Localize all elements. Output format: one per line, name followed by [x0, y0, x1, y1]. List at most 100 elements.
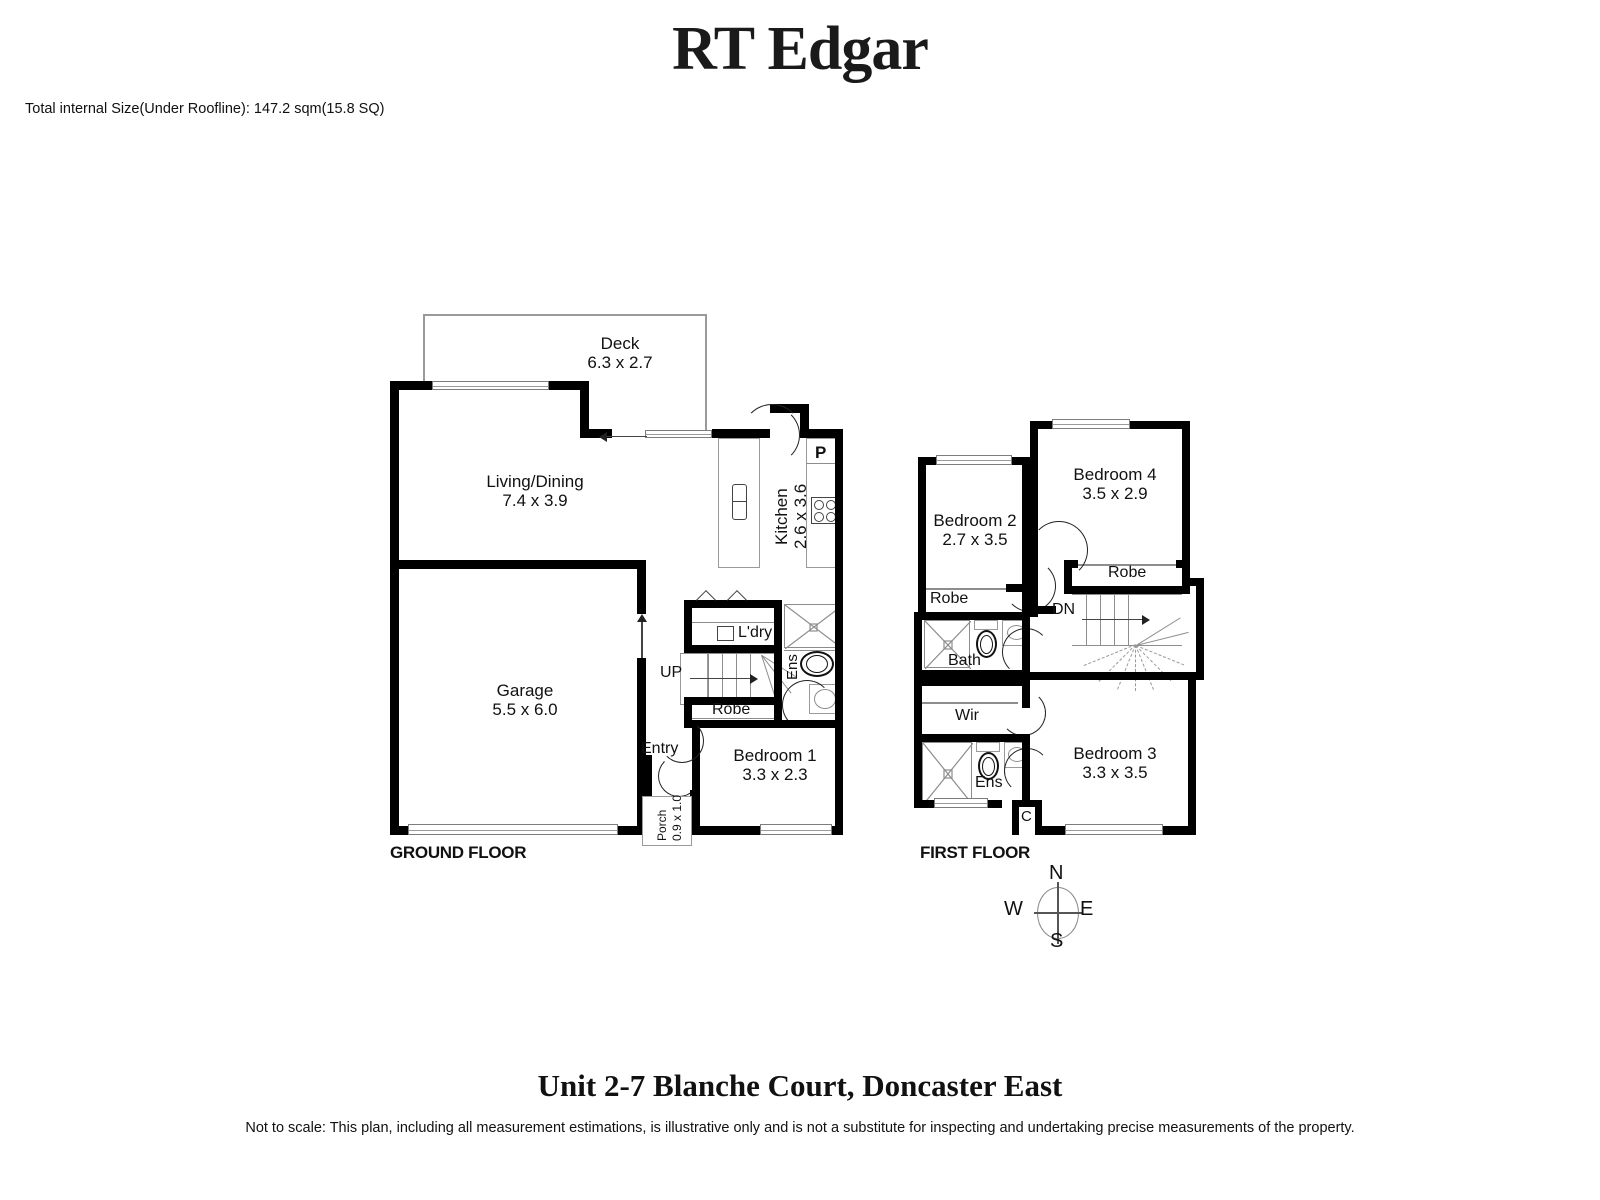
sliding-door-deck	[645, 430, 712, 438]
ff-ens-wall-right	[1022, 742, 1030, 802]
kitchen-room-dim: 2.6 x 3.6	[791, 483, 810, 549]
bed3-wall-bottom-right	[1163, 826, 1196, 835]
bedroom3-room-name: Bedroom 3	[1073, 744, 1157, 763]
compass-south-label: S	[1050, 930, 1064, 952]
disclaimer-text: Not to scale: This plan, including all m…	[245, 1120, 1355, 1136]
porch-room-dim: 0.9 x 1.0	[670, 794, 684, 841]
kitchen-sink-divider	[733, 501, 746, 503]
first-floor-label: FIRST FLOOR	[920, 843, 1031, 862]
entry-wall-left	[646, 755, 652, 795]
porch-room-name: Porch	[655, 809, 669, 841]
shower-cross-icon	[923, 743, 973, 805]
ff-wall-right-indent	[1196, 578, 1204, 680]
bedroom4-room-name: Bedroom 4	[1073, 465, 1157, 484]
compass-north-label: N	[1049, 862, 1064, 884]
pantry-divider	[806, 463, 843, 465]
robe-wall-top	[684, 697, 774, 705]
bedroom1-label: Bedroom 1 3.3 x 2.3	[700, 746, 850, 784]
bed2-wall-top-left	[918, 457, 936, 465]
compass-horizontal-needle	[1034, 912, 1082, 914]
bedroom2-label: Bedroom 2 2.7 x 3.5	[916, 511, 1034, 549]
bedroom4-room-dim: 3.5 x 2.9	[1082, 484, 1148, 504]
window-bedroom3	[1065, 824, 1163, 835]
stair-up-arrow-head	[750, 674, 758, 684]
robe-label-bed2: Robe	[930, 590, 969, 607]
stair-up-label: UP	[660, 664, 683, 681]
bath-label: Bath	[948, 652, 981, 669]
bath-toilet-inner	[980, 635, 993, 654]
compass-rose: N S W E	[1004, 862, 1096, 958]
living-room-dim: 7.4 x 3.9	[502, 491, 568, 511]
bedroom2-room-dim: 2.7 x 3.5	[942, 530, 1008, 550]
cupboard-wall-left	[1012, 800, 1019, 835]
deck-access-arrow-line	[607, 436, 647, 438]
brand-title: RT Edgar	[672, 15, 929, 83]
living-dining-label: Living/Dining 7.4 x 3.9	[440, 472, 630, 510]
bed1-wall-bottom-left	[692, 826, 760, 835]
ld-wall-left	[390, 381, 399, 835]
ff-ens-toilet-inner	[982, 757, 995, 776]
window-living-top	[432, 381, 549, 390]
kitchen-door-arc2	[742, 406, 800, 464]
wir-shelf-line	[922, 702, 1018, 704]
garage-door	[408, 824, 618, 835]
ff-stair-winder-d4	[1135, 645, 1136, 691]
ld-wall-top-right	[549, 381, 589, 390]
cooktop-burner-3	[814, 512, 824, 522]
ens-shower-ground	[784, 604, 843, 649]
bed4-robe-wall-bottom	[1064, 586, 1190, 594]
bed2-robe-line	[926, 588, 1006, 590]
bath-cistern	[974, 620, 998, 630]
bedroom3-label: Bedroom 3 3.3 x 3.5	[1050, 744, 1180, 782]
compass-west-label: W	[1004, 898, 1023, 920]
bath-wall-right	[1022, 612, 1030, 678]
ld-wall-top-left	[390, 381, 432, 390]
deck-access-arrow-head	[599, 432, 607, 442]
ens-toilet-ground-inner	[806, 655, 828, 673]
wir-label: Wir	[955, 707, 979, 724]
cooktop-burner-1	[814, 500, 824, 510]
deck-outline-top	[423, 314, 706, 316]
kitchen-wall-nook-vert	[800, 404, 809, 434]
bedroom1-room-name: Bedroom 1	[733, 746, 817, 765]
robe-line-ground	[692, 718, 774, 720]
entry-wall-right-jamb	[690, 790, 700, 796]
cupboard-wall-right	[1035, 800, 1042, 835]
core-wall-top	[684, 600, 774, 608]
bed3-wall-bottom-left	[1035, 826, 1065, 835]
stair-dn-arrow-line	[1082, 619, 1144, 621]
garage-wall-bottom-left	[390, 826, 408, 835]
deck-outline-right	[705, 314, 707, 438]
hall-door-arc-a	[1004, 560, 1056, 612]
stair-up-arrow-line	[690, 678, 752, 680]
window-bedroom2	[936, 455, 1012, 465]
laundry-trough	[717, 626, 734, 641]
bedroom4-label: Bedroom 4 3.5 x 2.9	[1050, 465, 1180, 503]
bed4-wall-top-left	[1030, 421, 1052, 429]
ens-label-ground: Ens	[784, 654, 801, 680]
shower-cross-icon	[925, 621, 971, 669]
pantry-label: P	[815, 443, 827, 462]
bed4-robe-line	[1078, 564, 1176, 566]
bed2-wall-top-right	[1012, 457, 1030, 465]
ff-ens-wall-bottom-right	[988, 800, 1002, 808]
property-address: Unit 2-7 Blanche Court, Doncaster East	[537, 1068, 1063, 1103]
laundry-wall-bottom	[684, 645, 774, 653]
bed2-robe-wall-top-left	[918, 584, 926, 592]
deck-outline-left	[423, 314, 425, 384]
cupboard-wall-top	[1012, 800, 1042, 807]
bed3-wall-right	[1188, 672, 1196, 835]
ld-wall-step-horz	[580, 429, 612, 438]
ff-ens-shower	[922, 742, 973, 805]
window-bedroom4	[1052, 419, 1130, 429]
stair-dn-label: DN	[1052, 601, 1076, 618]
total-internal-size-text: Total internal Size(Under Roofline): 147…	[25, 101, 385, 117]
ff-ens-wall-left	[914, 742, 922, 808]
cupboard-label: C	[1021, 808, 1032, 825]
robe-label-bed4: Robe	[1108, 564, 1147, 581]
wir-wall-top	[914, 678, 1030, 686]
kitchen-wall-top-right	[800, 429, 843, 438]
laundry-bench-line	[692, 622, 774, 624]
ens-door-arc-ground	[782, 680, 832, 730]
window-bedroom1	[760, 824, 832, 835]
